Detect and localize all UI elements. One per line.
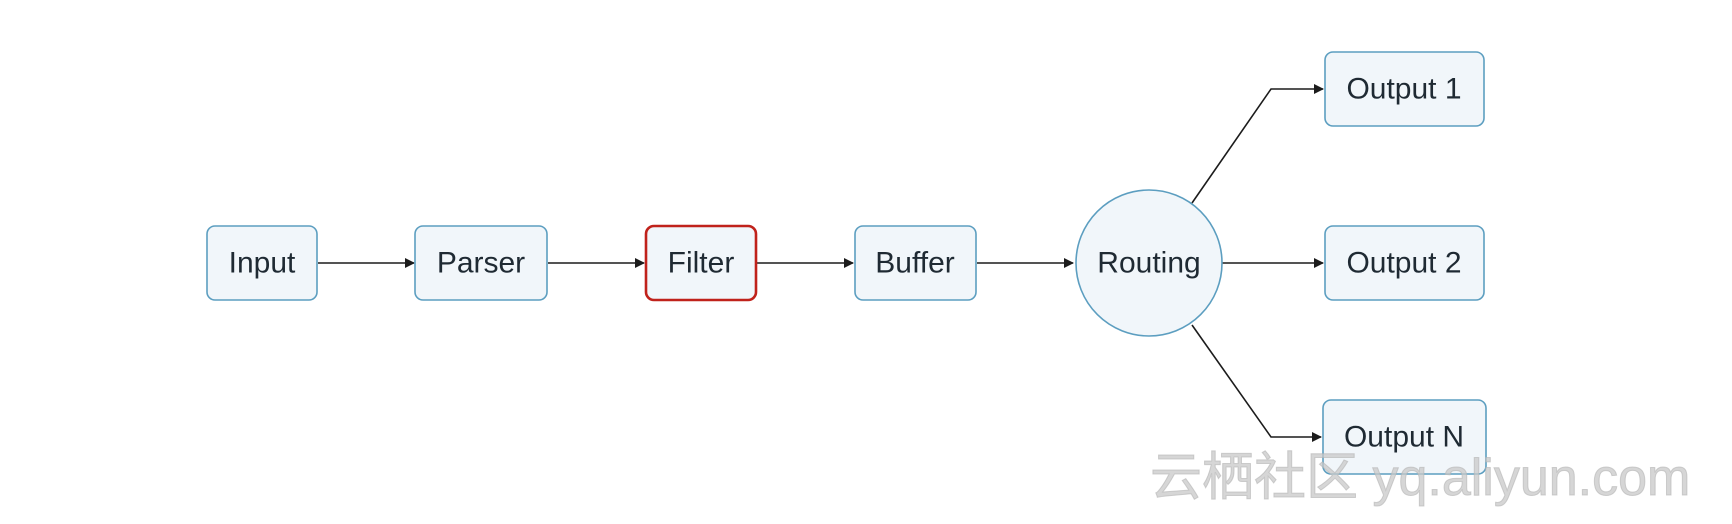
node-buffer-label: Buffer [875, 247, 955, 280]
node-parser: Parser [414, 225, 548, 301]
node-output2-label: Output 2 [1346, 247, 1461, 280]
node-filter: Filter [644, 224, 758, 302]
node-input: Input [206, 225, 318, 301]
edge-routing-output1 [1191, 84, 1324, 204]
node-routing-label: Routing [1097, 247, 1200, 280]
node-output2-box [1324, 225, 1485, 301]
node-filter-label: Filter [668, 247, 735, 280]
node-output2: Output 2 [1324, 225, 1485, 301]
node-output1-label: Output 1 [1346, 73, 1461, 106]
node-input-label: Input [229, 247, 296, 280]
watermark: 云栖社区 yq.aliyun.com [1149, 449, 1691, 507]
node-buffer: Buffer [854, 225, 977, 301]
edge-routing-outputN [1191, 324, 1322, 442]
node-input-box [206, 225, 318, 301]
node-parser-label: Parser [437, 247, 525, 280]
node-routing-circle [1075, 189, 1223, 337]
edges [318, 84, 1324, 442]
node-buffer-box [854, 225, 977, 301]
node-routing: Routing [1075, 189, 1223, 337]
node-output1-box [1324, 51, 1485, 127]
node-outputN-box [1322, 399, 1487, 475]
node-filter-box [644, 224, 758, 302]
node-outputN: Output N [1322, 399, 1487, 475]
node-output1: Output 1 [1324, 51, 1485, 127]
node-outputN-label: Output N [1344, 421, 1464, 454]
node-parser-box [414, 225, 548, 301]
